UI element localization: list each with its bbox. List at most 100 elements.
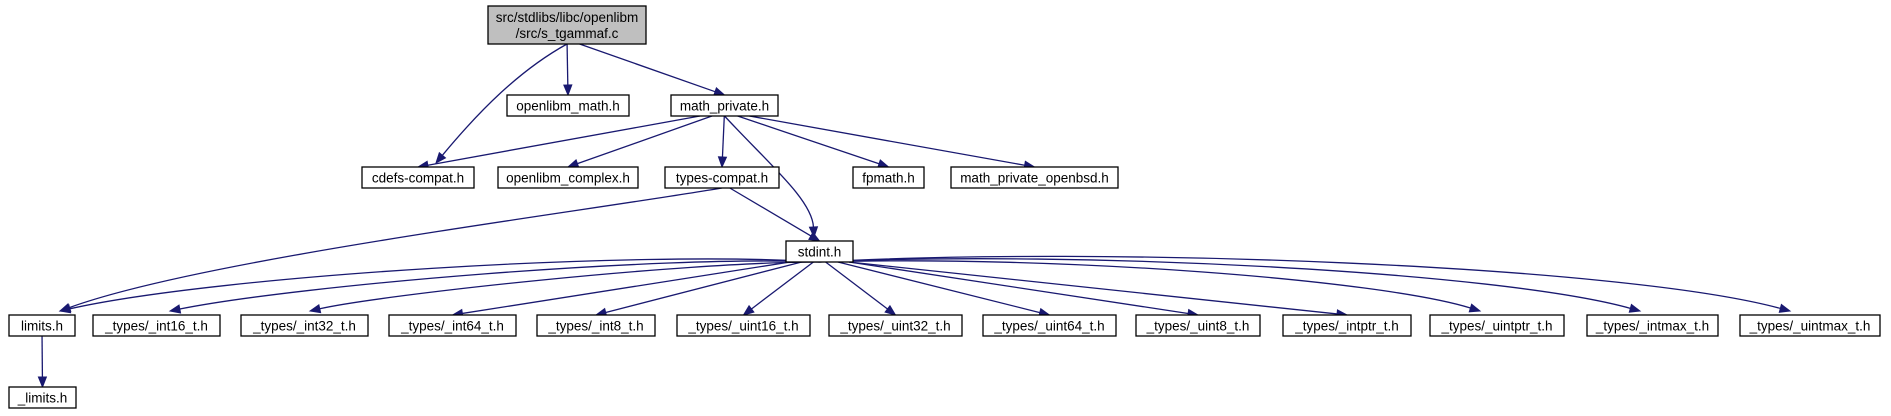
arrowhead xyxy=(713,87,726,96)
node-uintptr[interactable]: _types/_uintptr_t.h xyxy=(1429,314,1565,337)
node-uintmax[interactable]: _types/_uintmax_t.h xyxy=(1739,314,1881,337)
node-box xyxy=(828,314,963,337)
edge-stdint-to-intmax xyxy=(819,258,1642,313)
node-box xyxy=(388,314,517,337)
edge-line xyxy=(441,43,568,156)
node-label: fpmath.h xyxy=(862,171,915,186)
node-label: math_private_openbsd.h xyxy=(960,171,1109,186)
arrowhead xyxy=(808,226,819,239)
arrowhead xyxy=(742,304,755,316)
edge-math-private-to-cdefs-compat xyxy=(416,115,701,170)
node-box xyxy=(8,386,77,409)
node-uint32[interactable]: _types/_uint32_t.h xyxy=(828,314,963,337)
edge-line xyxy=(837,261,1040,314)
node-label: _types/_uint32_t.h xyxy=(839,319,950,334)
arrowhead xyxy=(58,304,72,314)
node-label: openlibm_complex.h xyxy=(506,171,630,186)
node-label: /src/s_tgammaf.c xyxy=(516,26,619,41)
node-label: _types/_uintptr_t.h xyxy=(1440,319,1552,334)
arrowhead xyxy=(435,151,447,165)
arrowhead xyxy=(308,304,322,314)
node-label: _types/_uint8_t.h xyxy=(1146,319,1250,334)
node-box xyxy=(1282,314,1412,337)
edge-line xyxy=(729,187,812,237)
node-int8[interactable]: _types/_int8_t.h xyxy=(536,314,656,337)
node-box xyxy=(1429,314,1565,337)
node-limits[interactable]: limits.h xyxy=(8,314,76,337)
edge-line xyxy=(819,258,1631,309)
edge-stdint-to-int16 xyxy=(168,260,820,314)
edge-stdint-to-limits xyxy=(58,258,820,314)
node-label: _types/_intmax_t.h xyxy=(1595,319,1709,334)
node-label: _types/_int64_t.h xyxy=(400,319,504,334)
node-uint8[interactable]: _types/_uint8_t.h xyxy=(1135,314,1261,337)
node-label: _types/_uint16_t.h xyxy=(687,319,798,334)
arrowhead xyxy=(37,376,48,389)
edge-stdint-to-uint32 xyxy=(825,261,897,316)
node-math-private-openbsd[interactable]: math_private_openbsd.h xyxy=(950,166,1119,189)
edge-root-to-cdefs-compat xyxy=(435,43,568,165)
node-label: _types/_uint64_t.h xyxy=(993,319,1104,334)
node-math-private[interactable]: math_private.h xyxy=(670,94,779,117)
edge-line xyxy=(319,261,820,310)
edge-stdint-to-uintptr xyxy=(819,260,1482,313)
node-box xyxy=(497,166,639,189)
node-label: _types/_intptr_t.h xyxy=(1294,319,1399,334)
edge-line xyxy=(721,115,725,158)
edge-line xyxy=(848,261,1338,315)
edge-line xyxy=(69,187,723,309)
node-label: _types/_int8_t.h xyxy=(547,319,643,334)
edge-limits-to--limits xyxy=(37,335,48,389)
node-openlibm-complex[interactable]: openlibm_complex.h xyxy=(497,166,639,189)
node-label: _types/_int16_t.h xyxy=(104,319,208,334)
arrowhead xyxy=(884,304,897,316)
node-openlibm-math[interactable]: openlibm_math.h xyxy=(506,94,630,117)
arrowhead xyxy=(168,304,182,314)
edges-layer xyxy=(37,43,1792,389)
node-box xyxy=(536,314,656,337)
node-fpmath[interactable]: fpmath.h xyxy=(852,166,925,189)
node-stdint[interactable]: stdint.h xyxy=(785,240,854,263)
edge-line xyxy=(819,260,1471,309)
edge-types-compat-to-stdint xyxy=(729,187,821,242)
node-box xyxy=(487,5,647,45)
node-cdefs-compat[interactable]: cdefs-compat.h xyxy=(361,166,475,189)
node-label: src/stdlibs/libc/openlibm xyxy=(496,10,639,25)
node-intptr[interactable]: _types/_intptr_t.h xyxy=(1282,314,1412,337)
node-label: cdefs-compat.h xyxy=(372,171,464,186)
node-intmax[interactable]: _types/_intmax_t.h xyxy=(1586,314,1719,337)
node-uint16[interactable]: _types/_uint16_t.h xyxy=(676,314,811,337)
edge-line xyxy=(179,260,820,310)
node-root: src/stdlibs/libc/openlibm/src/s_tgammaf.… xyxy=(487,5,647,45)
node-types-compat[interactable]: types-compat.h xyxy=(664,166,780,189)
edge-line xyxy=(462,261,791,315)
node-int16[interactable]: _types/_int16_t.h xyxy=(92,314,221,337)
node-box xyxy=(506,94,630,117)
node-box xyxy=(361,166,475,189)
node-int32[interactable]: _types/_int32_t.h xyxy=(240,314,369,337)
node-box xyxy=(670,94,779,117)
node-label: types-compat.h xyxy=(676,171,768,186)
arrowhead xyxy=(566,159,580,168)
edge-types-compat-to-limits xyxy=(58,187,723,312)
arrowhead xyxy=(1778,303,1792,313)
node-label: limits.h xyxy=(21,319,63,334)
node-box xyxy=(92,314,221,337)
nodes-layer: src/stdlibs/libc/openlibm/src/s_tgammaf.… xyxy=(8,5,1881,409)
node-label: _limits.h xyxy=(17,391,68,406)
node-uint64[interactable]: _types/_uint64_t.h xyxy=(982,314,1117,337)
arrowhead xyxy=(808,231,821,242)
edge-line xyxy=(749,115,1025,166)
edge-line xyxy=(579,43,716,93)
edge-root-to-openlibm-math xyxy=(563,43,573,97)
edge-line xyxy=(848,261,1189,315)
node-box xyxy=(664,166,780,189)
edge-line xyxy=(566,43,569,86)
node-box xyxy=(982,314,1117,337)
node-box xyxy=(1135,314,1261,337)
edge-line xyxy=(605,261,802,314)
node--limits[interactable]: _limits.h xyxy=(8,386,77,409)
node-int64[interactable]: _types/_int64_t.h xyxy=(388,314,517,337)
edge-stdint-to-int8 xyxy=(594,261,802,317)
